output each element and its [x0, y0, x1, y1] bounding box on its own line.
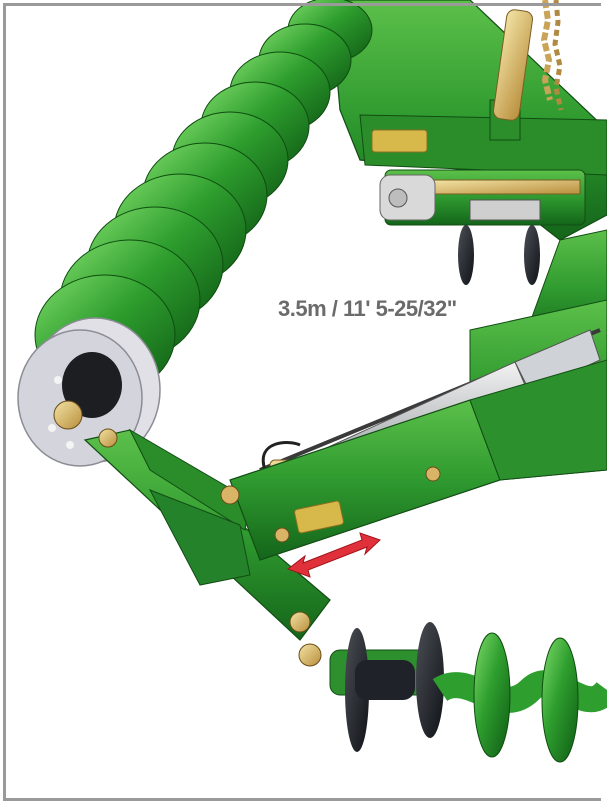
top-link-icon — [493, 9, 533, 121]
rear-discs — [458, 225, 540, 285]
dimension-label: 3.5m / 11' 5-25/32" — [278, 296, 457, 321]
front-disc-gang — [329, 622, 607, 763]
hitch-icon — [379, 169, 586, 226]
adjustment-arrow-icon — [286, 532, 381, 578]
chain-icon — [540, 0, 564, 111]
warning-decal-upper — [371, 129, 428, 153]
adjustable-arm — [53, 359, 607, 667]
frame-border — [3, 3, 601, 801]
disc-roller-icon — [17, 0, 373, 467]
warning-decal-lower — [294, 500, 344, 534]
